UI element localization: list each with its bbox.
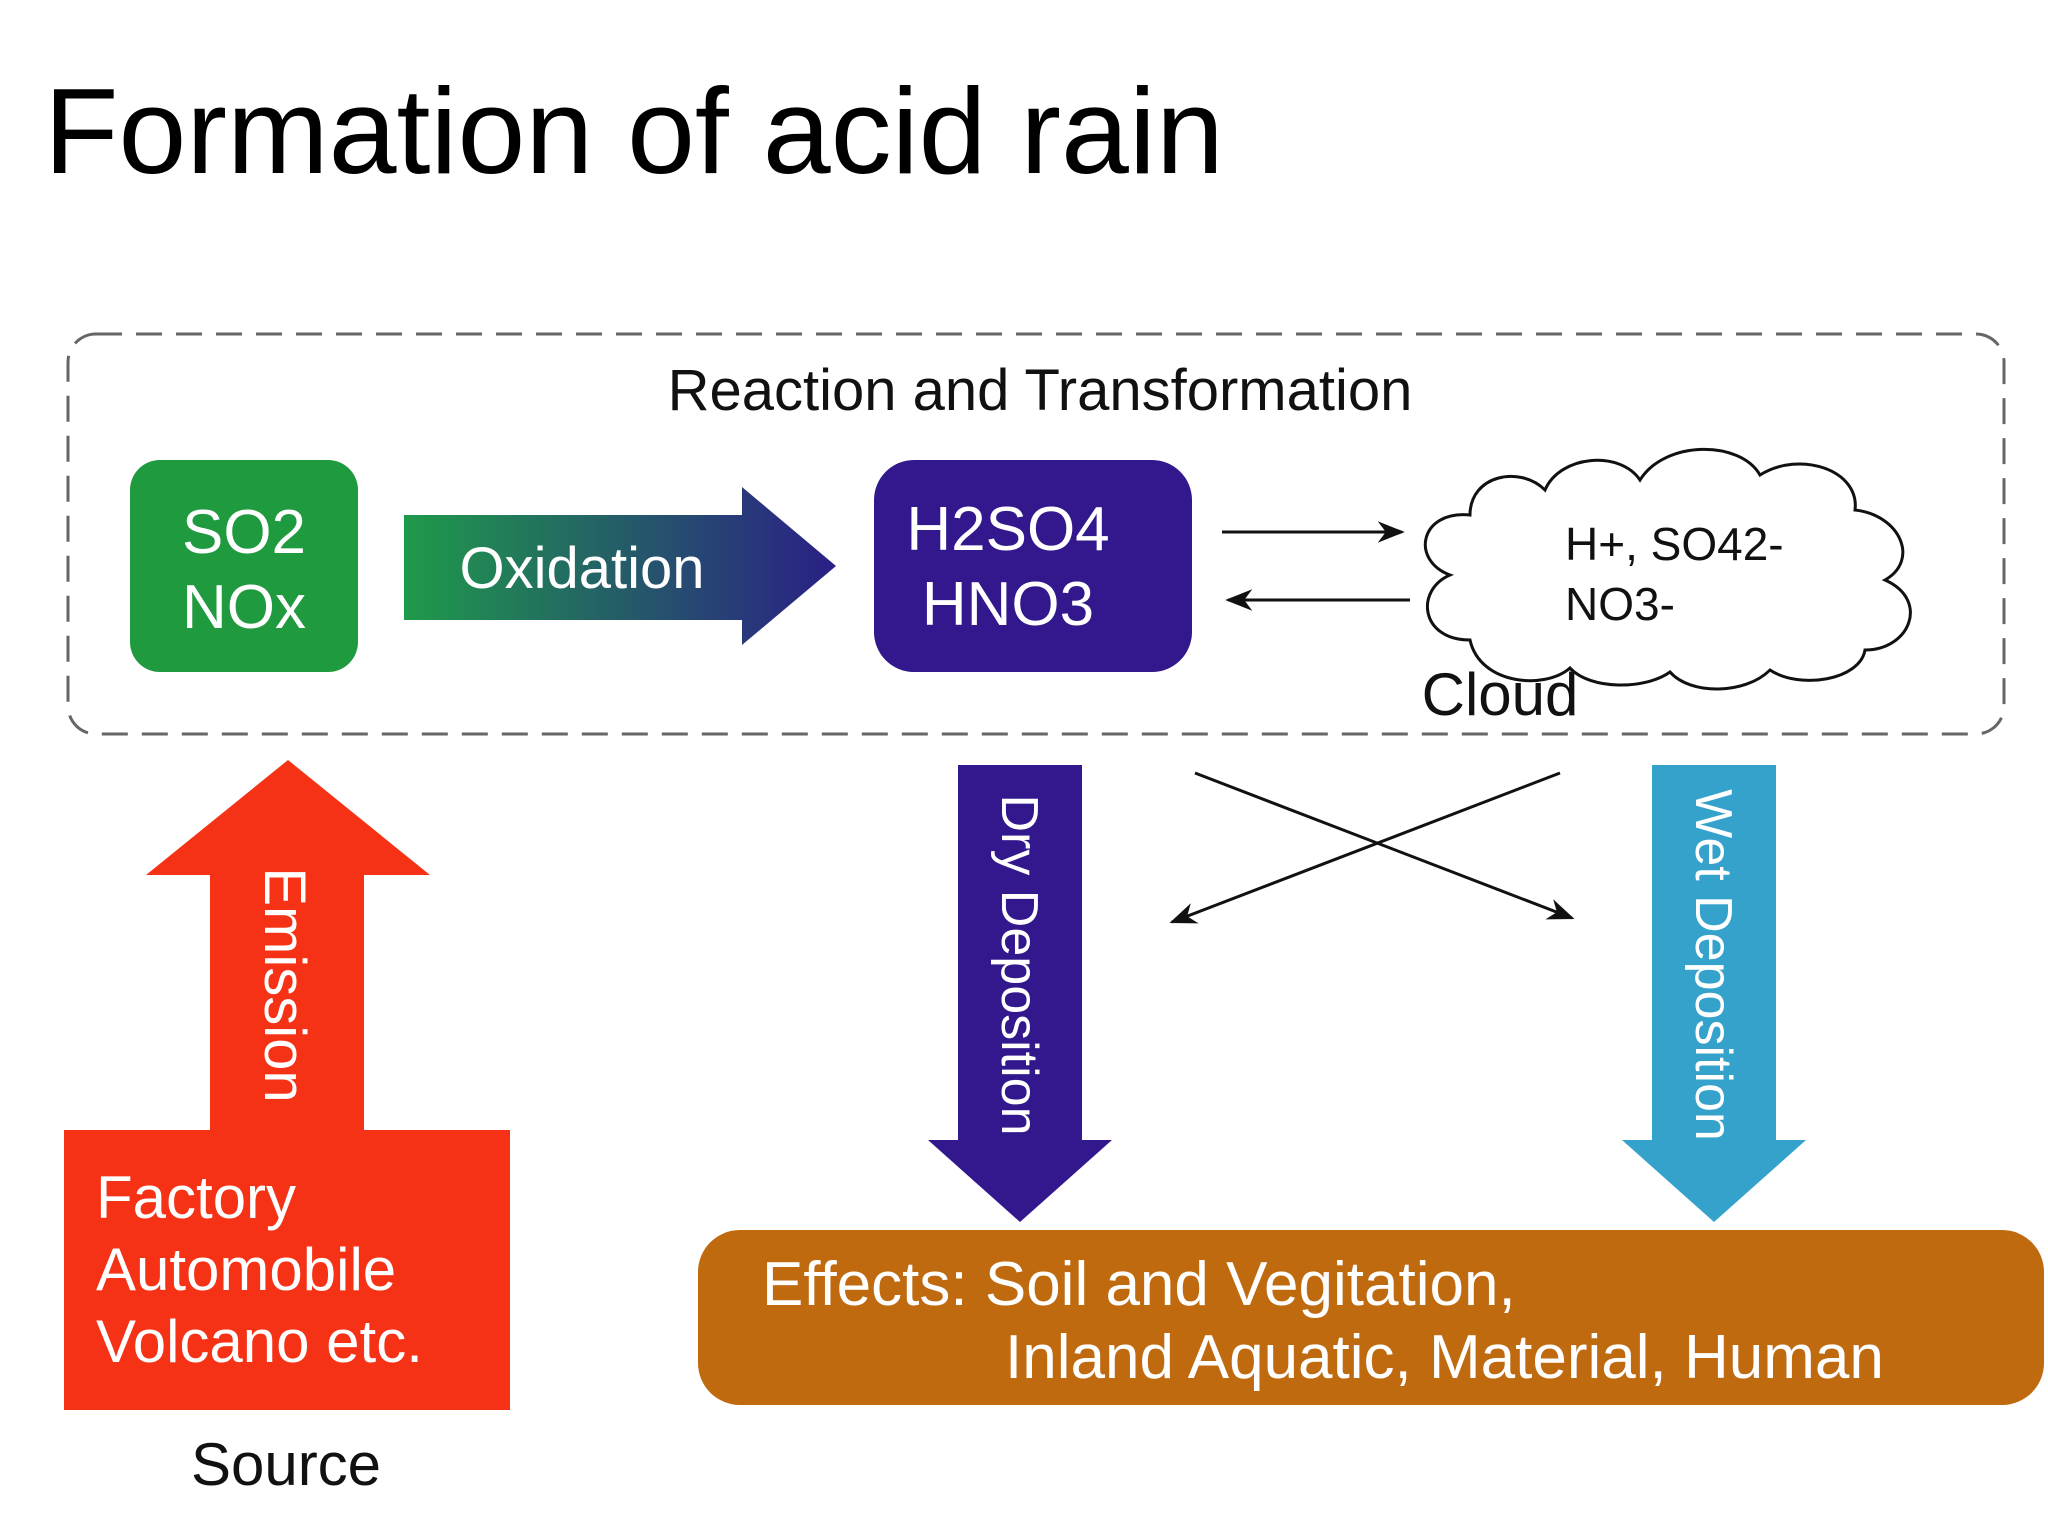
acids-box — [874, 460, 1192, 672]
reaction-region — [66, 332, 2006, 736]
dry-deposition-label: Dry Deposition — [990, 794, 1048, 1135]
effects-box — [698, 1230, 2044, 1405]
source-line1: Factory — [96, 1164, 296, 1231]
cloud-label: Cloud — [1422, 661, 1579, 728]
source-label: Source — [191, 1431, 381, 1498]
dry-deposition-arrow — [928, 765, 1112, 1222]
oxidation-label: Oxidation — [459, 536, 704, 601]
cross-arrow-to-wet — [1194, 771, 1575, 920]
cloud-ions-line2-text: NO3- — [1565, 578, 1675, 630]
cloud-shape — [1423, 447, 1912, 691]
pollutants-line2: NOx — [182, 573, 306, 642]
page-title: Formation of acid rain — [44, 63, 1224, 199]
emission-arrow — [146, 760, 430, 1135]
cross-arrow-to-dry — [1169, 771, 1561, 924]
emission-label: Emission — [252, 867, 317, 1102]
source-line2: Automobile — [96, 1236, 396, 1303]
source-line3: Volcano etc. — [96, 1308, 423, 1375]
pollutants-line1: SO2 — [182, 498, 306, 567]
cloud-ions-line1-text: H+, SO42- — [1565, 518, 1784, 570]
effects-line2: Inland Aquatic, Material, Human — [1005, 1323, 1884, 1392]
wet-deposition-arrow — [1622, 765, 1806, 1222]
reaction-label: Reaction and Transformation — [668, 358, 1413, 423]
acids-line1: H2SO4 — [906, 495, 1109, 564]
source-box — [64, 1130, 510, 1410]
acids-line2: HNO3 — [922, 570, 1094, 639]
pollutants-box — [130, 460, 358, 672]
cloud-ions-line1: H+, SO42- — [1565, 518, 1784, 570]
effects-line1: Effects: Soil and Vegitation, — [762, 1250, 1516, 1319]
cloud-ions-line2: NO3- — [1565, 578, 1675, 630]
wet-deposition-label: Wet Deposition — [1684, 789, 1742, 1141]
oxidation-arrow — [404, 487, 836, 645]
